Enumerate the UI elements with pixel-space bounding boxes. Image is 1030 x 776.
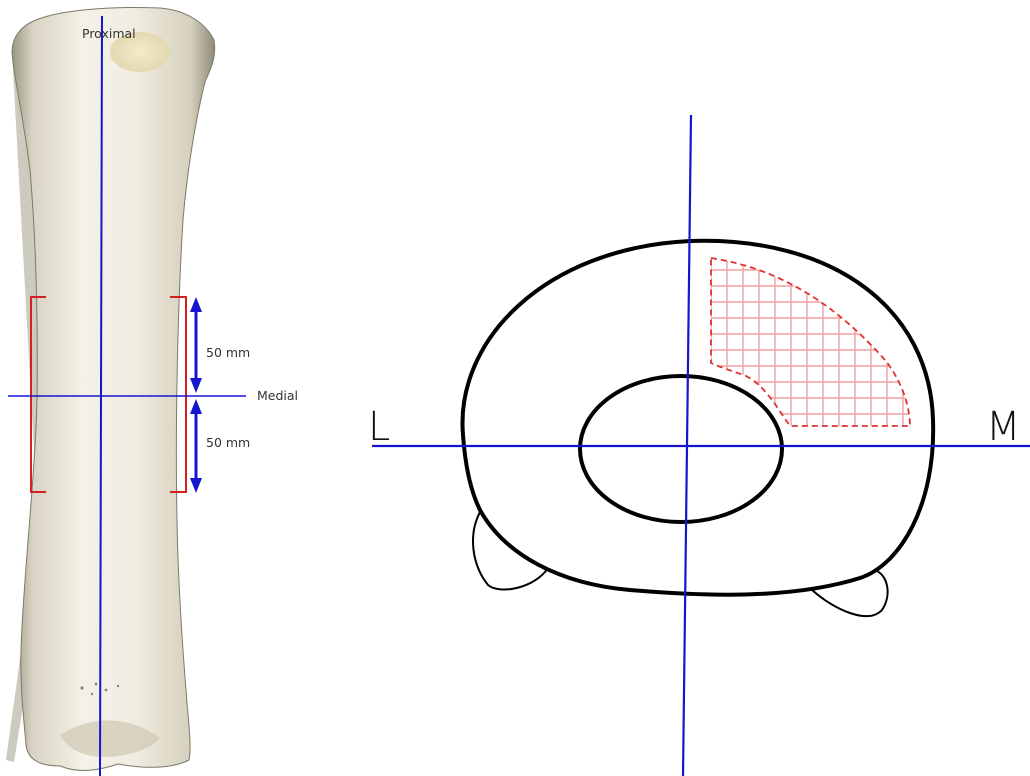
distance-arrow-upper [190,297,202,393]
medial-label-right: M [986,404,1021,450]
bone-body [12,8,215,771]
bone-photo [6,8,215,771]
upper-distance-label: 50 mm [206,345,250,360]
distance-arrow-lower [190,399,202,493]
proximal-label: Proximal [82,26,136,41]
lower-distance-label: 50 mm [206,435,250,450]
medullary-cavity [580,376,782,522]
medial-label-left: Medial [257,388,298,403]
lateral-label: L [368,404,390,450]
